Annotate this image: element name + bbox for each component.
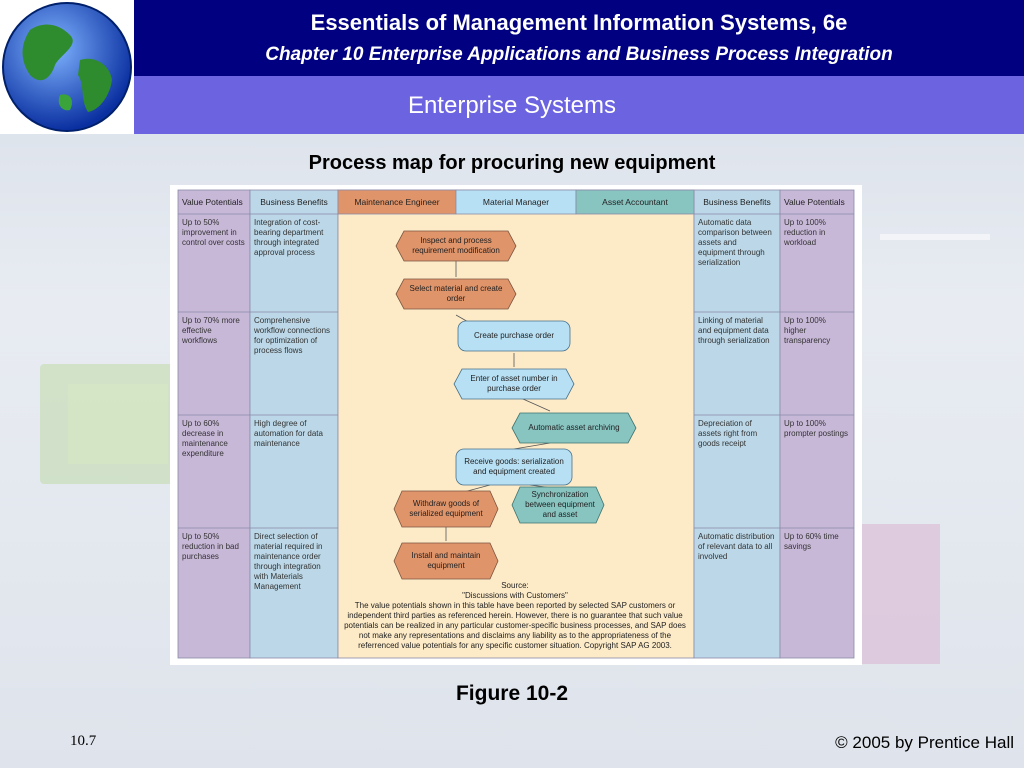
- row3-right-value: Up to 100% prompter postings: [784, 419, 849, 438]
- row4-right-benefit: Automatic distribution of relevant data …: [698, 532, 775, 561]
- header-maintenance-engineer: Maintenance Engineer: [354, 197, 440, 207]
- section-title: Enterprise Systems: [407, 92, 617, 119]
- row1-right-benefit: Automatic data comparison between assets…: [698, 218, 772, 267]
- header-left-value-potentials: Value Potentials: [182, 197, 243, 207]
- globe-logo: [0, 0, 134, 134]
- header-material-manager: Material Manager: [482, 197, 550, 207]
- step-automatic-asset-archiving: Automatic asset archiving: [528, 423, 620, 432]
- row4-left-benefit: Direct selection of material required in…: [254, 532, 323, 591]
- process-map-figure: Value Potentials Business Benefits Maint…: [170, 185, 862, 665]
- figure-heading: Process map for procuring new equipment: [308, 152, 716, 174]
- header-left-business-benefits: Business Benefits: [260, 197, 328, 207]
- row2-right-value: Up to 100% higher transparency: [784, 316, 831, 345]
- row3-left-benefit: High degree of automation for data maint…: [254, 419, 323, 448]
- row1-left-benefit: Integration of cost-bearing department t…: [254, 218, 324, 257]
- row1-right-value: Up to 100% reduction in workload: [784, 218, 826, 247]
- row3-left-value: Up to 60% decrease in maintenance expend…: [182, 419, 228, 458]
- step-receive-goods: Receive goods: serialization and equipme…: [464, 457, 564, 476]
- step-select-material: Select material and create order: [409, 284, 503, 303]
- source-note: Source: "Discussions with Customers" The…: [344, 581, 686, 650]
- figure-caption: Figure 10-2: [455, 682, 569, 705]
- header-right-business-benefits: Business Benefits: [703, 197, 771, 207]
- row1-left-value: Up to 50% improvement in control over co…: [182, 218, 245, 247]
- row2-right-benefit: Linking of material and equipment data t…: [698, 316, 770, 345]
- step-withdraw-goods: Withdraw goods of serialized equipment: [409, 499, 483, 518]
- section-bar: [134, 76, 1024, 134]
- step-create-purchase-order: Create purchase order: [473, 331, 555, 340]
- row2-left-benefit: Comprehensive workflow connections for o…: [254, 316, 331, 355]
- row3-right-benefit: Depreciation of assets right from goods …: [698, 419, 758, 448]
- background-decoration: [0, 134, 1024, 768]
- step-synchronization: Synchronization between equipment and as…: [525, 490, 595, 519]
- chapter-title: Chapter 10 Enterprise Applications and B…: [265, 44, 893, 65]
- presentation-title: Essentials of Management Information Sys…: [310, 10, 848, 35]
- header-right-value-potentials: Value Potentials: [784, 197, 845, 207]
- header-bar: [0, 0, 1024, 76]
- step-install-maintain: Install and maintain equipment: [411, 551, 481, 570]
- row4-left-value: Up to 50% reduction in bad purchases: [182, 532, 239, 561]
- header-asset-accountant: Asset Accountant: [602, 197, 668, 207]
- step-enter-asset-number: Enter of asset number in purchase order: [470, 374, 558, 393]
- copyright-notice: © 2005 by Prentice Hall: [835, 733, 1014, 752]
- step-inspect-process: Inspect and process requirement modifica…: [412, 236, 500, 255]
- slide-number: 10.7: [70, 733, 97, 749]
- row2-left-value: Up to 70% more effective workflows: [182, 316, 240, 345]
- row4-right-value: Up to 60% time savings: [784, 532, 839, 551]
